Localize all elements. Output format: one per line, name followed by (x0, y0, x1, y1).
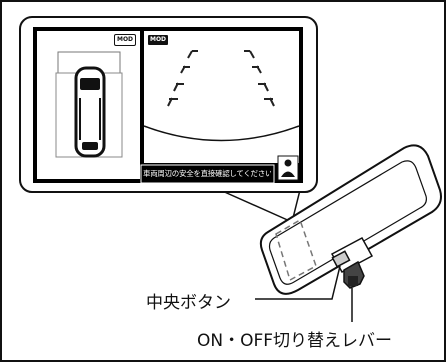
driver-check-icon (277, 155, 299, 181)
center-button-label: 中央ボタン (146, 293, 231, 313)
center-button (331, 250, 351, 268)
display-area-dashed (275, 218, 317, 282)
onoff-lever (343, 260, 365, 289)
parking-guide-lines (167, 50, 275, 107)
center-button-leader (255, 265, 341, 300)
bumper-curve (143, 125, 300, 142)
onoff-lever-label: ON・OFF切り替えレバー (197, 331, 393, 351)
callout-pointer (219, 189, 301, 224)
left-mod-badge: MOD (114, 34, 136, 46)
right-mod-badge: MOD (147, 34, 169, 46)
vehicle-top-icon (74, 66, 106, 158)
warning-message: 車両周辺の安全を直接確認してください (143, 169, 271, 178)
warning-bar (140, 164, 275, 184)
rear-camera-panel (144, 31, 299, 163)
